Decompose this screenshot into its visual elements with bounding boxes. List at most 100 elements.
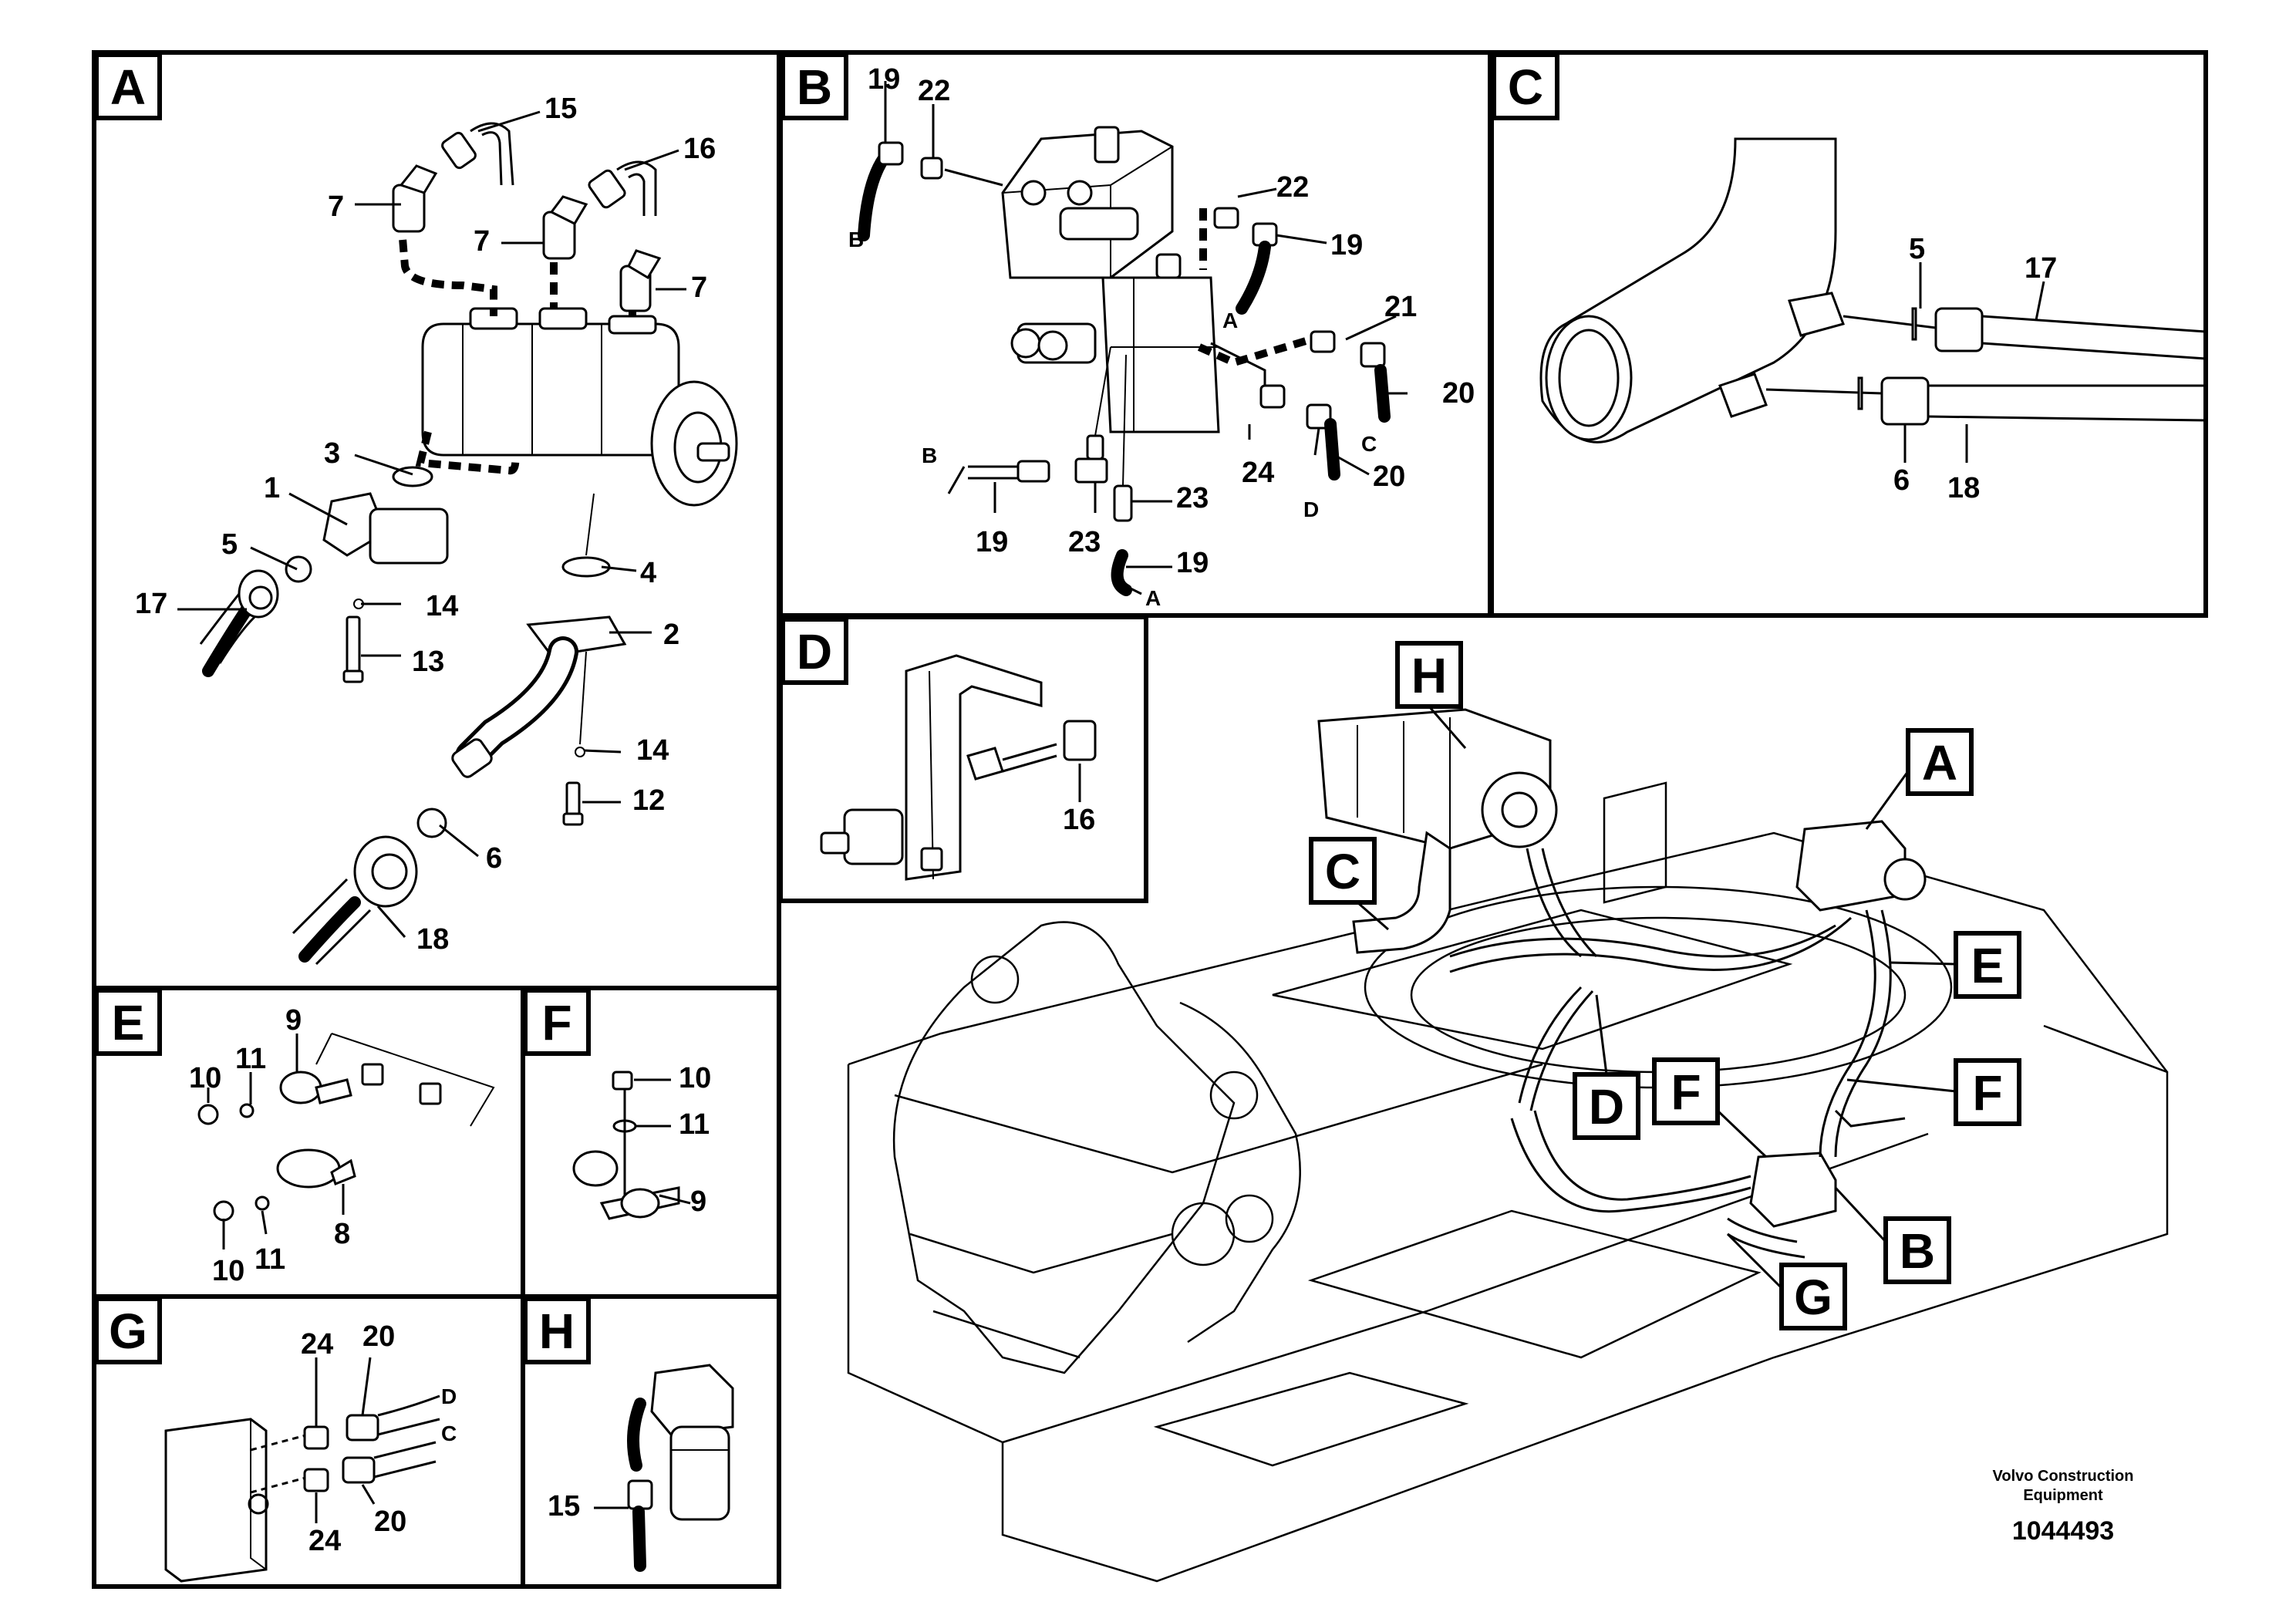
panel-d-drawing: 16: [820, 654, 1097, 881]
svg-text:F: F: [1671, 1064, 1701, 1120]
svg-text:15: 15: [548, 1490, 580, 1523]
panel-e-badge: E: [94, 988, 162, 1056]
svg-text:5: 5: [1909, 233, 1925, 265]
svg-text:19: 19: [976, 526, 1008, 558]
svg-text:B: B: [848, 228, 864, 251]
panel-g-drawing: 24 20 D C 24 20: [164, 1320, 457, 1583]
svg-text:14: 14: [426, 590, 458, 622]
svg-text:22: 22: [1276, 171, 1309, 204]
svg-text:21: 21: [1384, 291, 1417, 323]
svg-text:6: 6: [1893, 464, 1910, 497]
svg-text:20: 20: [1373, 460, 1405, 493]
company-name-line1: Volvo Construction: [1993, 1468, 2134, 1485]
overview-drawing: [847, 708, 2169, 1583]
svg-text:10: 10: [189, 1062, 221, 1094]
svg-text:13: 13: [412, 646, 444, 678]
svg-text:22: 22: [918, 75, 950, 107]
svg-text:16: 16: [1063, 804, 1095, 836]
svg-text:24: 24: [308, 1525, 341, 1557]
svg-text:19: 19: [1330, 229, 1363, 261]
svg-text:16: 16: [683, 133, 716, 165]
svg-text:10: 10: [679, 1062, 711, 1094]
svg-text:8: 8: [334, 1218, 350, 1250]
svg-text:24: 24: [301, 1328, 333, 1361]
svg-text:9: 9: [285, 1004, 302, 1037]
svg-text:D: D: [441, 1384, 457, 1408]
overview-label-g: G: [1726, 1233, 1847, 1330]
svg-text:18: 18: [416, 923, 449, 956]
svg-text:20: 20: [374, 1506, 406, 1538]
svg-text:E: E: [112, 995, 145, 1050]
panel-f-badge: F: [523, 988, 591, 1056]
svg-text:19: 19: [1176, 547, 1209, 579]
svg-text:D: D: [1589, 1079, 1624, 1135]
svg-text:H: H: [1411, 648, 1447, 703]
company-name-line2: Equipment: [2023, 1487, 2103, 1504]
svg-text:7: 7: [691, 271, 707, 304]
svg-text:23: 23: [1068, 526, 1101, 558]
drawing-number: 1044493: [2012, 1516, 2114, 1546]
overview-label-h: H: [1395, 641, 1467, 749]
panel-g-badge: G: [94, 1297, 162, 1364]
svg-text:B: B: [922, 443, 937, 467]
svg-text:A: A: [1222, 309, 1238, 332]
svg-text:14: 14: [636, 734, 669, 767]
svg-text:11: 11: [255, 1243, 285, 1276]
svg-text:11: 11: [679, 1108, 710, 1141]
svg-text:G: G: [1794, 1270, 1832, 1325]
svg-text:F: F: [541, 995, 571, 1050]
svg-text:20: 20: [362, 1320, 395, 1353]
svg-text:20: 20: [1442, 377, 1475, 410]
svg-text:12: 12: [632, 784, 665, 817]
panel-f-drawing: 10 11 9: [572, 1062, 711, 1220]
panel-a-badge: A: [94, 52, 162, 120]
svg-text:C: C: [441, 1421, 457, 1445]
panel-h-frame: [521, 1294, 781, 1589]
svg-text:10: 10: [212, 1255, 244, 1287]
svg-text:15: 15: [544, 93, 577, 125]
svg-text:F: F: [1972, 1065, 2002, 1121]
panel-h-badge: H: [523, 1297, 591, 1364]
svg-text:2: 2: [663, 619, 679, 651]
panel-b-badge: B: [781, 52, 848, 120]
panel-c-drawing: 5 17 6 18: [1539, 137, 2207, 504]
svg-text:5: 5: [221, 528, 238, 561]
overview-label-f-right: F: [1846, 1058, 2021, 1126]
svg-text:11: 11: [235, 1043, 266, 1075]
svg-text:C: C: [1325, 844, 1360, 899]
overview-label-f-left: F: [1652, 1057, 1768, 1158]
svg-text:1: 1: [264, 472, 280, 504]
svg-text:7: 7: [328, 191, 344, 223]
svg-text:6: 6: [486, 842, 502, 875]
overview-label-c: C: [1309, 837, 1389, 931]
svg-text:7: 7: [474, 225, 490, 258]
panel-c-frame: [1489, 50, 2208, 618]
svg-text:23: 23: [1176, 482, 1209, 514]
overview-label-e: E: [1889, 931, 2021, 999]
svg-text:A: A: [1922, 735, 1957, 791]
svg-text:D: D: [1303, 497, 1319, 521]
svg-text:B: B: [797, 59, 832, 115]
svg-text:E: E: [1971, 938, 2004, 993]
svg-text:H: H: [539, 1303, 575, 1359]
panel-d-frame: [778, 615, 1148, 903]
svg-text:17: 17: [135, 588, 167, 620]
svg-text:18: 18: [1947, 472, 1980, 504]
svg-text:D: D: [797, 624, 832, 679]
overview-label-a: A: [1865, 728, 1974, 830]
panel-d-badge: D: [781, 617, 848, 685]
overview-label-b: B: [1834, 1186, 1951, 1284]
panel-b-drawing: 19 22 B 22 19 A 21 20 C 20 D 24 B 19 23 …: [848, 63, 1475, 610]
svg-text:19: 19: [868, 63, 900, 96]
panel-a-drawing: 15 16 7 7 7 3 1 5 17 14 13 4 2 14 12 6 1…: [135, 93, 738, 966]
panel-h-drawing: 15: [548, 1364, 734, 1572]
svg-text:C: C: [1361, 432, 1377, 456]
svg-text:4: 4: [640, 557, 656, 589]
panel-e-drawing: 9 11 10 8 10 11: [189, 1004, 495, 1287]
svg-text:3: 3: [324, 437, 340, 470]
svg-text:A: A: [1145, 586, 1161, 610]
svg-text:C: C: [1508, 59, 1543, 115]
svg-text:24: 24: [1242, 457, 1274, 489]
svg-text:B: B: [1900, 1223, 1935, 1279]
